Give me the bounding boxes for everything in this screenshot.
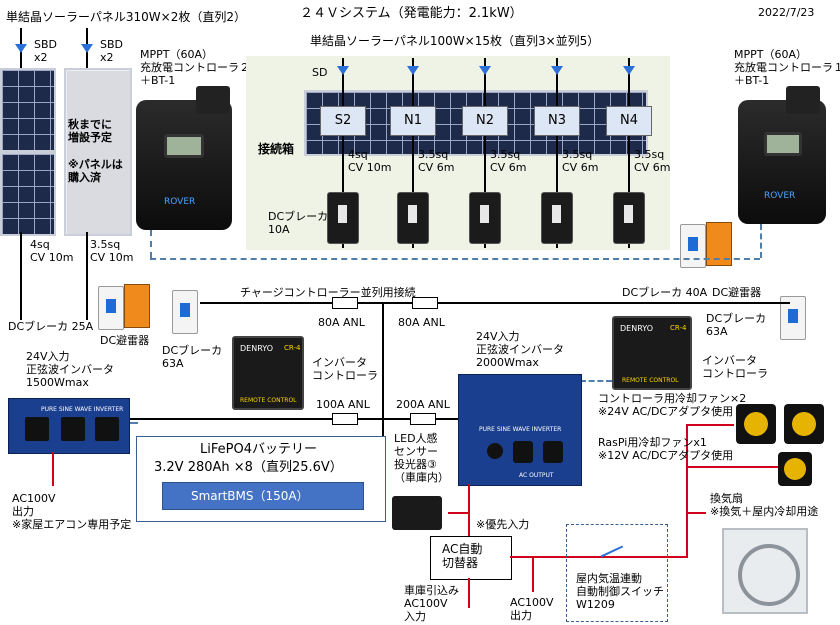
string-cable-spec: 4sq CV 10m	[348, 148, 392, 174]
solar-panel-310w	[0, 68, 56, 152]
w1209-switch-label: 屋内気温連動 自動制御スイッチ W1209	[576, 572, 664, 611]
ac-switch-label: AC自動 切替器	[442, 542, 483, 570]
ats-output-label: AC100V 出力	[510, 596, 554, 622]
mppt1-label: MPPT（60A） 充放電コントローラ１ ＋BT-1	[734, 48, 840, 87]
remote-left-label: インバータ コントローラ	[312, 356, 378, 382]
bt1-module-icon	[196, 86, 230, 114]
expansion-note: 秋までに 増設予定	[68, 118, 112, 144]
w1209-switch-box	[566, 524, 668, 622]
string-cable-spec: 3.5sq CV 6m	[418, 148, 455, 174]
smart-bms: SmartBMS（150A）	[162, 482, 364, 510]
mppt2-label: MPPT（60A） 充放電コントローラ２ ＋BT-1	[140, 48, 250, 87]
planned-panel-placeholder	[64, 68, 132, 236]
string-wire	[484, 58, 486, 248]
led-sensor-label: LED人感 センサー 投光器③ （車庫内）	[394, 432, 449, 484]
inverter-2000w: PURE SINE WAVE INVERTER AC OUTPUT	[458, 374, 582, 486]
string-label-n2: N2	[462, 106, 508, 136]
controller-fan-label: コントローラ用冷却ファン×2 ※24V AC/DCアダプタ使用	[598, 392, 747, 418]
sd-diode-icon	[623, 66, 635, 75]
cooling-fan-icon	[784, 404, 824, 444]
left-cable-spec-1: 4sq CV 10m	[30, 238, 74, 264]
fuse-100a-label: 100A ANL	[316, 398, 370, 411]
sd-diode-icon	[407, 66, 419, 75]
mppt-controller-2: ROVER	[136, 100, 232, 230]
bt1-module-icon	[786, 86, 820, 114]
mppt-controller-1: ROVER	[738, 100, 826, 224]
breaker-63a-right-label: DCブレーカ 63A	[706, 312, 767, 338]
string-cable-spec: 3.5sq CV 6m	[634, 148, 671, 174]
anl-fuse-80a-1	[332, 297, 358, 309]
remote-right-label: インバータ コントローラ	[702, 354, 768, 380]
string-label-n1: N1	[390, 106, 436, 136]
anl-fuse-100a	[332, 413, 358, 425]
anl-fuse-80a-2	[412, 297, 438, 309]
string-label-s2: S2	[320, 106, 366, 136]
sbd-label-2: SBD x2	[100, 38, 123, 64]
dc-breaker-10a	[469, 192, 501, 244]
system-title: ２４Ｖシステム（発電能力：2.1kW）	[300, 6, 523, 21]
parallel-bus-label: チャージコントローラー並列用接続	[240, 286, 416, 299]
dc-breaker-63a-left	[172, 290, 198, 334]
dc-breaker-10a	[541, 192, 573, 244]
anl-fuse-200a	[410, 413, 436, 425]
dc-breaker-25a	[98, 286, 124, 330]
inverter-remote-right: DENRYO CR-4 REMOTE CONTROL	[612, 316, 692, 390]
date-label: 2022/7/23	[758, 6, 815, 19]
fuse-80a-label-1: 80A ANL	[318, 316, 365, 329]
inverter-1500w: PURE SINE WAVE INVERTER	[8, 398, 130, 454]
ac-auto-switch	[430, 536, 512, 580]
main-inverter-label: 24V入力 正弦波インバータ 2000Wmax	[476, 330, 564, 369]
dc-breaker-10a	[613, 192, 645, 244]
spd-right-label: DC避雷器	[712, 286, 762, 299]
string-wire	[342, 58, 344, 248]
string-wire	[412, 58, 414, 248]
left-array-title: 単結晶ソーラーパネル310W×2枚（直列2）	[6, 10, 246, 24]
breaker-63a-left-label: DCブレーカ 63A	[162, 344, 223, 370]
priority-input-label: ※優先入力	[476, 518, 530, 531]
sbd-diode-icon	[81, 44, 93, 53]
inverter-remote-left: DENRYO CR-4 REMOTE CONTROL	[232, 336, 304, 410]
junction-box-label: 接続箱	[258, 142, 295, 156]
string-label-n3: N3	[534, 106, 580, 136]
left-cable-spec-2: 3.5sq CV 10m	[90, 238, 134, 264]
main-array-title: 単結晶ソーラーパネル100W×15枚（直列3×並列5）	[310, 34, 600, 48]
breaker-40a-label: DCブレーカ 40A	[622, 286, 708, 299]
smart-bms-label: SmartBMS（150A）	[191, 489, 309, 503]
sd-diode-icon	[551, 66, 563, 75]
dc-spd-left	[124, 284, 150, 328]
dc-breaker-10a-label: DCブレーカ 10A	[268, 210, 329, 236]
string-cable-spec: 3.5sq CV 6m	[562, 148, 599, 174]
sd-label: SD	[312, 66, 328, 79]
fuse-80a-label-2: 80A ANL	[398, 316, 445, 329]
vent-fan-label: 換気扇 ※換気＋屋内冷却用途	[710, 492, 819, 518]
string-wire	[628, 58, 630, 248]
cooling-fan-icon	[736, 404, 776, 444]
led-floodlight-icon	[392, 496, 442, 530]
string-wire	[556, 58, 558, 248]
left-inverter-label: 24V入力 正弦波インバータ 1500Wmax	[26, 350, 114, 389]
sbd-label-1: SBD x2	[34, 38, 57, 64]
string-label-n4: N4	[606, 106, 652, 136]
dc-breaker-40a	[680, 224, 706, 268]
dc-breaker-10a	[327, 192, 359, 244]
sbd-diode-icon	[15, 44, 27, 53]
fuse-200a-label: 200A ANL	[396, 398, 450, 411]
raspi-fan-icon	[778, 452, 812, 486]
dc-breaker-10a	[397, 192, 429, 244]
garage-input-label: 車庫引込み AC100V 入力	[404, 584, 459, 623]
battery-spec: 3.2V 280Ah ×8（直列25.6V）	[154, 460, 343, 475]
solar-panel-310w	[0, 152, 56, 236]
raspi-fan-label: RasPi用冷却ファンx1 ※12V AC/DCアダプタ使用	[598, 436, 734, 462]
purchased-note: ※パネルは 購入済	[68, 158, 123, 184]
battery-title: LiFePO4バッテリー	[200, 442, 317, 457]
sd-diode-icon	[479, 66, 491, 75]
left-inverter-output: AC100V 出力 ※家屋エアコン専用予定	[12, 492, 132, 531]
sd-diode-icon	[337, 66, 349, 75]
spd-left-label: DC避雷器	[100, 334, 150, 347]
string-cable-spec: 3.5sq CV 6m	[490, 148, 527, 174]
vent-fan-icon	[722, 528, 808, 614]
breaker-25a-label: DCブレーカ 25A	[8, 320, 94, 333]
